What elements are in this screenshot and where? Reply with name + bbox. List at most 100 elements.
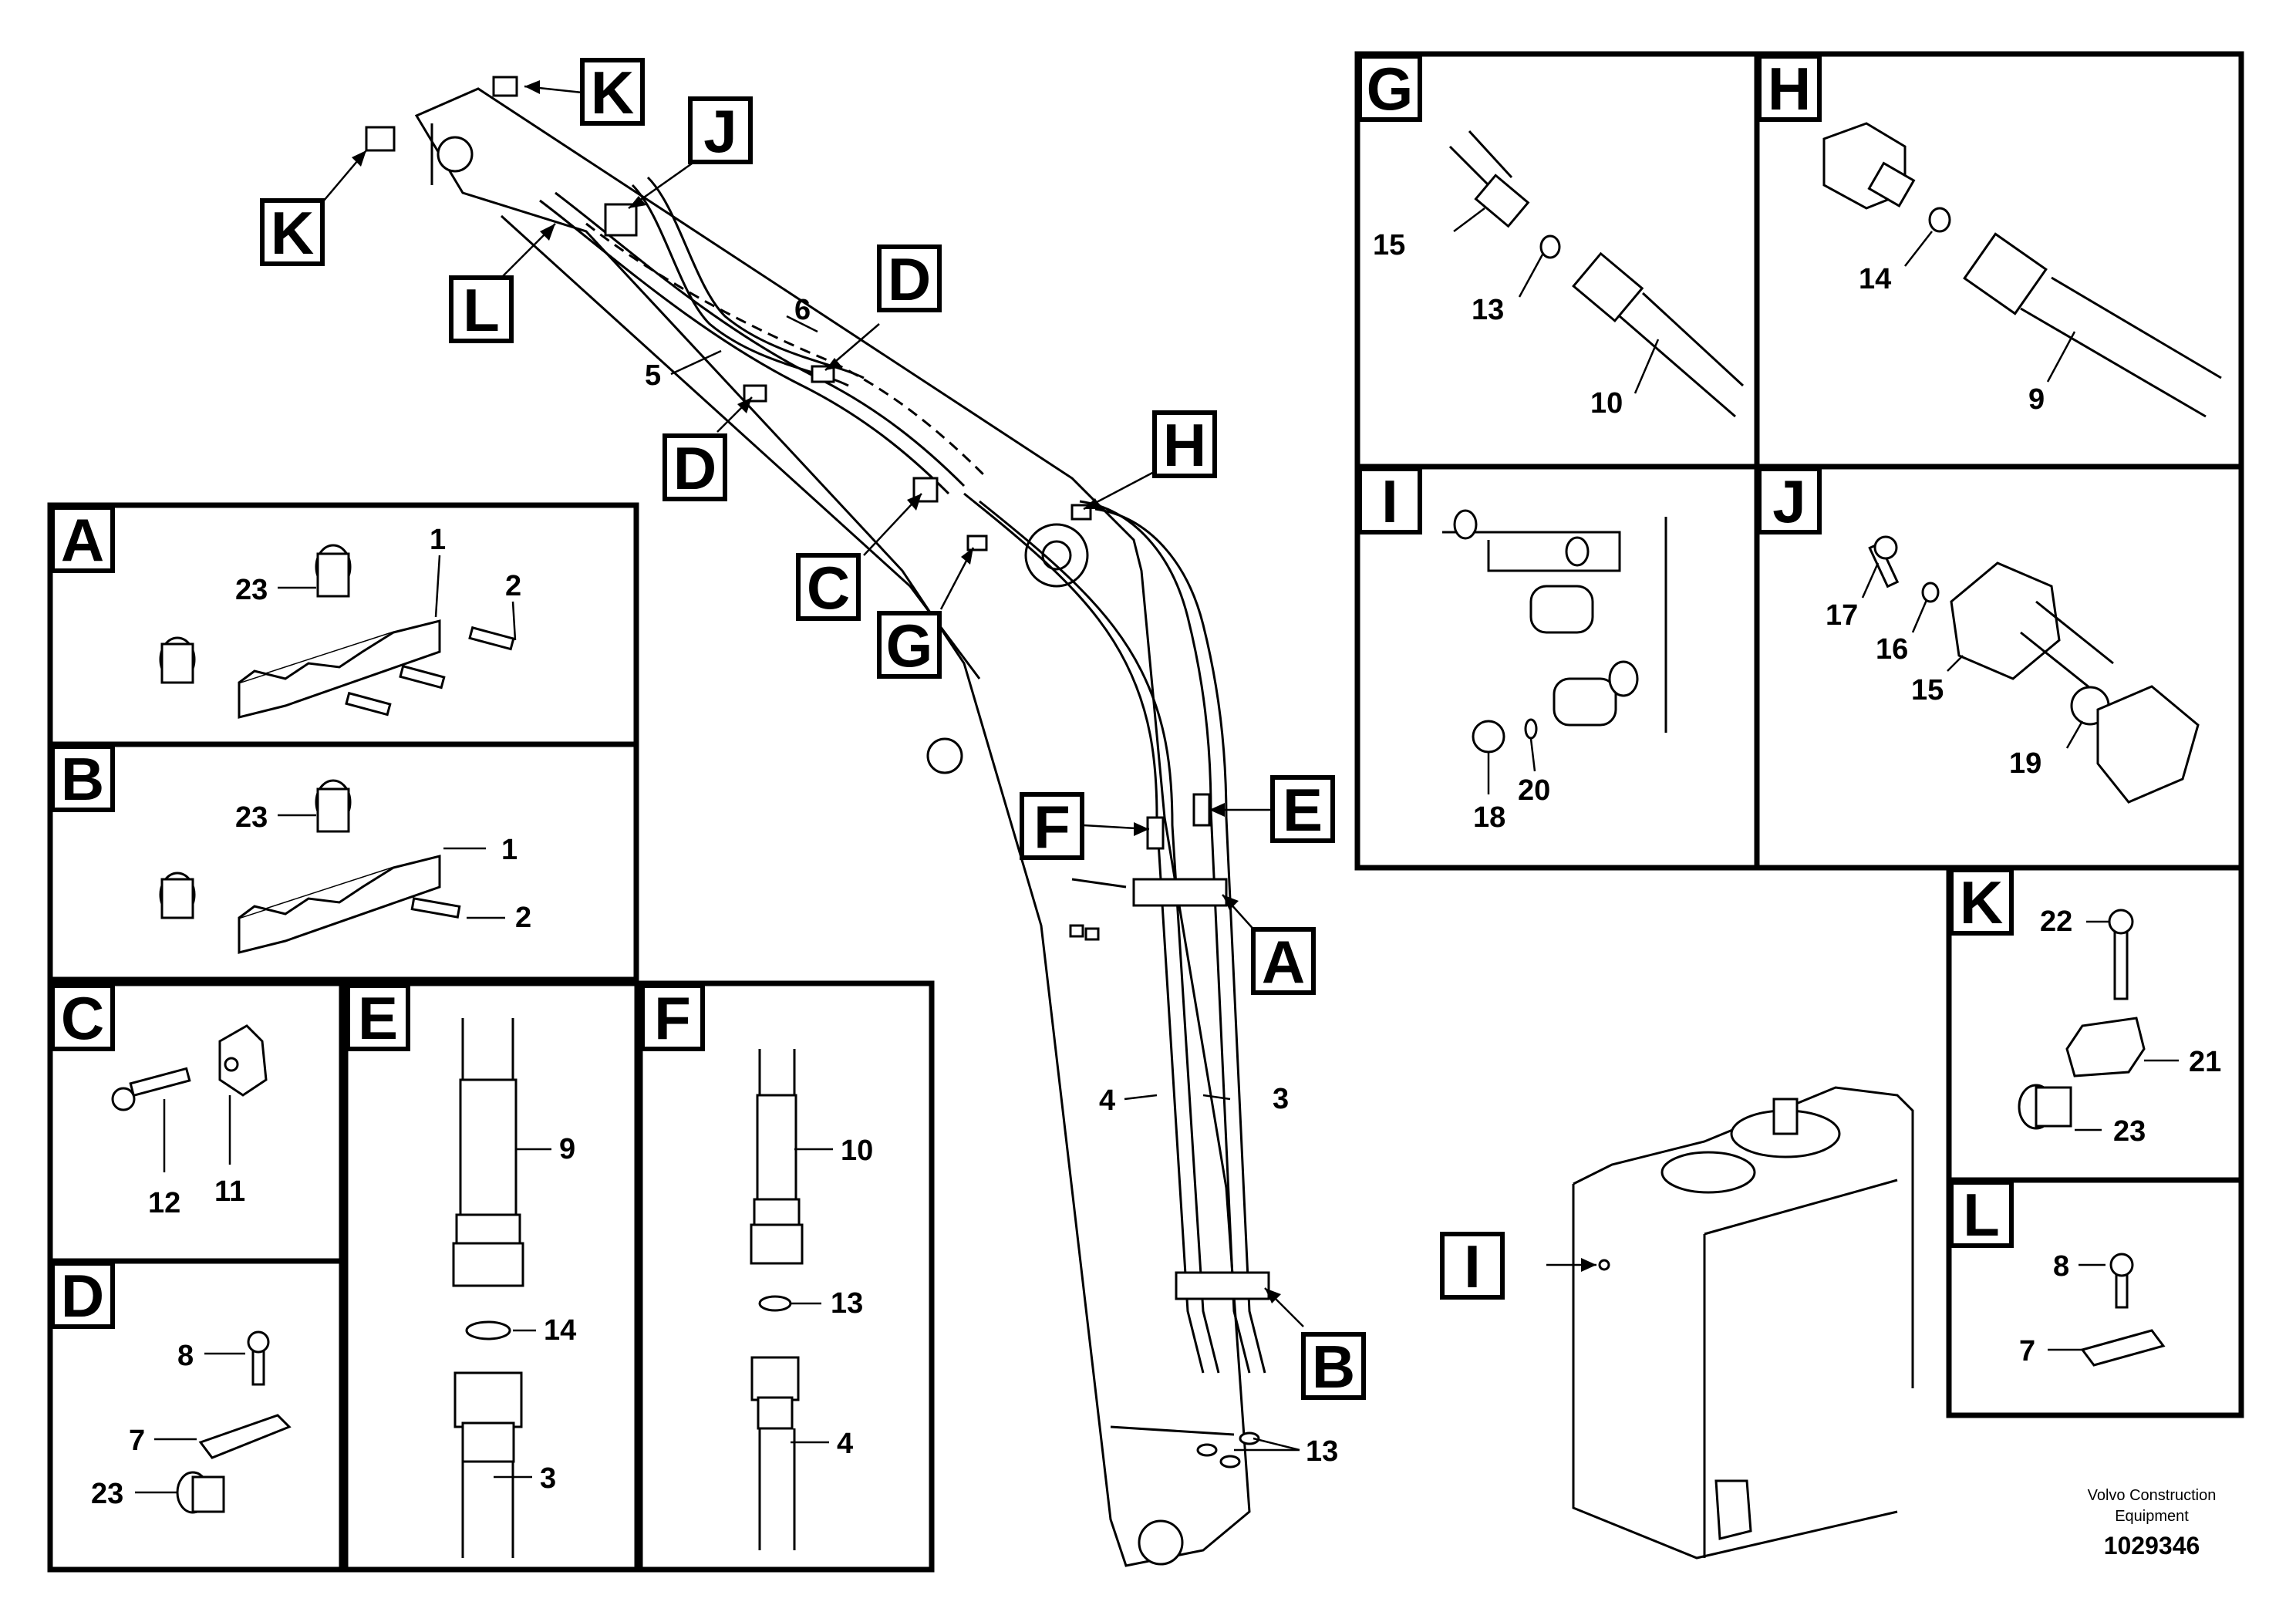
flange-plate xyxy=(2096,685,2200,804)
item-10: 10 xyxy=(1590,387,1623,420)
item-4: 4 xyxy=(1099,1084,1115,1117)
detail-panel-g: G 15 13 10 xyxy=(1354,51,1760,470)
hose-9-ferrule xyxy=(459,1078,518,1220)
item-2: 2 xyxy=(505,570,521,602)
item-20: 20 xyxy=(1518,774,1550,807)
tank-body xyxy=(1572,1184,1898,1560)
sleeve-23-b-body xyxy=(316,787,350,833)
callout-f: F xyxy=(1020,792,1150,861)
bolt-8-head xyxy=(2109,1253,2134,1277)
hose-10-nut xyxy=(753,1198,801,1228)
bolt-8 xyxy=(2115,1271,2129,1309)
clamp-d-lower xyxy=(743,384,767,403)
arm-end-pin xyxy=(1138,1519,1184,1566)
hose-9-top xyxy=(461,1018,514,1080)
sleeve-23-body xyxy=(2035,1086,2072,1128)
callout-label: F xyxy=(1033,793,1070,861)
sleeve-23-b-body xyxy=(316,552,350,598)
item-15: 15 xyxy=(1373,229,1405,261)
hydraulic-tank-illustration: I xyxy=(1440,1086,1914,1560)
flange-15 xyxy=(1950,561,2061,680)
callout-label: I xyxy=(1464,1233,1481,1300)
tank-cover-front xyxy=(1660,1151,1756,1194)
hose-nut xyxy=(1963,232,2048,315)
panel-f-label: F xyxy=(654,984,691,1052)
brand-line-1: Volvo Construction xyxy=(2088,1487,2217,1504)
spacer-2 xyxy=(1553,677,1617,727)
hose-9 xyxy=(1079,500,1251,1374)
o-ring-13-b xyxy=(1219,1455,1241,1469)
detail-panel-c: C 12 11 xyxy=(47,980,345,1264)
spacer-1 xyxy=(1529,585,1594,634)
fitting-f xyxy=(1146,816,1165,850)
item-21: 21 xyxy=(2189,1046,2221,1078)
item-19: 19 xyxy=(2009,747,2041,780)
bolt-17-head xyxy=(1873,535,1898,560)
plate-7 xyxy=(198,1414,292,1459)
detail-panel-l: L 8 7 xyxy=(1946,1177,2244,1418)
small-block-2 xyxy=(1084,927,1100,941)
o-ring-13-a xyxy=(1196,1443,1218,1457)
hose-stub xyxy=(2020,600,2114,696)
detail-panel-f: F 10 13 4 xyxy=(637,980,935,1573)
bolt-2-b xyxy=(399,664,446,690)
clamp-k-top xyxy=(492,76,518,97)
hose-4-upper xyxy=(963,492,1205,1374)
o-ring-13 xyxy=(1539,234,1561,259)
item-9: 9 xyxy=(559,1133,575,1165)
hose-6 xyxy=(631,184,849,387)
item-12: 12 xyxy=(148,1187,180,1219)
clamp-c xyxy=(912,477,939,503)
hose-nut xyxy=(1572,251,1644,323)
hose-3-upper xyxy=(979,500,1220,1374)
hose-10-hex xyxy=(750,1223,804,1265)
item-2: 2 xyxy=(515,902,531,934)
hose-9-hex xyxy=(452,1242,524,1287)
item-23: 23 xyxy=(2113,1115,2146,1148)
item-6: 6 xyxy=(794,294,811,326)
tank-ridge xyxy=(1704,1179,1898,1236)
brand-line-2: Equipment xyxy=(2115,1508,2189,1525)
plate-7 xyxy=(2080,1329,2166,1367)
callout-c: C xyxy=(796,493,922,622)
bolt-12 xyxy=(129,1067,191,1098)
bolt-12-head xyxy=(111,1087,136,1111)
panel-k-label: K xyxy=(1960,868,2003,936)
boom-arm-illustration: K K J L D D xyxy=(260,58,1366,1567)
bolt-22 xyxy=(2113,928,2129,1000)
clamp-assembly-a xyxy=(1132,878,1228,907)
clamp-assembly-b xyxy=(1175,1271,1270,1300)
o-ring-14 xyxy=(465,1320,511,1340)
item-1: 1 xyxy=(430,524,446,556)
clamp-1-top xyxy=(238,631,394,684)
adapter xyxy=(1474,174,1530,228)
hose-10 xyxy=(1094,508,1266,1374)
callout-e: E xyxy=(1209,775,1335,844)
adapter-4-hex xyxy=(750,1356,800,1401)
clamp-11 xyxy=(218,1024,268,1097)
port-hole-2 xyxy=(1565,536,1590,567)
washer-16 xyxy=(1921,582,1940,603)
item-3: 3 xyxy=(540,1462,556,1495)
item-7: 7 xyxy=(2019,1335,2035,1367)
hose-6-b xyxy=(646,176,865,379)
item-13: 13 xyxy=(1306,1435,1338,1468)
callout-d-upper: D xyxy=(824,244,942,371)
o-ring-20 xyxy=(1524,718,1538,740)
item-22: 22 xyxy=(2040,905,2072,938)
clamp-d-upper xyxy=(811,365,835,383)
o-ring-14 xyxy=(1928,207,1951,233)
arm-boss xyxy=(926,737,963,774)
hose-6-dashed xyxy=(585,222,989,480)
panel-g-label: G xyxy=(1367,55,1414,123)
item-14: 14 xyxy=(544,1314,576,1347)
item-1: 1 xyxy=(501,834,518,866)
detail-panel-d: D 8 7 23 xyxy=(47,1258,345,1573)
callout-label: A xyxy=(1262,928,1305,996)
item-9: 9 xyxy=(2028,383,2045,416)
bolt-2 xyxy=(410,897,461,919)
tank-drain-bracket xyxy=(1714,1479,1752,1540)
hose-4-bottom xyxy=(758,1428,796,1550)
callout-a: A xyxy=(1222,894,1316,996)
adapter-3-neck xyxy=(461,1421,515,1463)
